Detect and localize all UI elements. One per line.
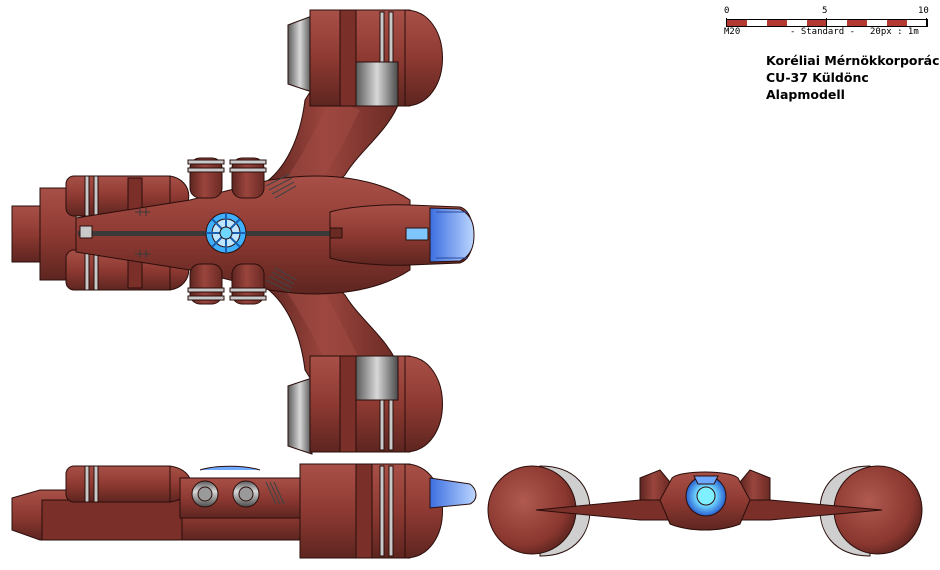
side-view bbox=[11, 463, 477, 559]
scale-indicator: 0 5 10 M20 - Standard - 20px : 1m bbox=[722, 6, 932, 40]
front-view bbox=[487, 465, 923, 557]
scale-model-code: M20 bbox=[724, 27, 741, 37]
title-block: Koréliai Mérnökkorporáció CU-37 Küldönc … bbox=[766, 52, 940, 103]
upper-engine-pod bbox=[287, 9, 443, 107]
dorsal-engine-left-upper bbox=[187, 157, 225, 199]
scale-tick-start: 0 bbox=[724, 6, 730, 16]
scale-tick-end: 10 bbox=[918, 6, 929, 16]
dorsal-engine-right-lower bbox=[229, 263, 267, 305]
manufacturer-name: Koréliai Mérnökkorporáció bbox=[766, 53, 940, 68]
dorsal-engine-right-upper bbox=[229, 157, 267, 199]
scale-standard-label: - Standard - bbox=[790, 27, 856, 37]
scale-tick-mid: 5 bbox=[822, 6, 828, 16]
lower-engine-pod bbox=[287, 355, 443, 455]
scale-bar bbox=[726, 19, 928, 27]
variant-name: Alapmodell bbox=[766, 87, 845, 102]
top-view bbox=[11, 9, 475, 455]
central-reactor bbox=[205, 212, 247, 254]
model-name: CU-37 Küldönc bbox=[766, 70, 869, 85]
dorsal-engine-left-lower bbox=[187, 263, 225, 305]
scale-ratio: 20px : 1m bbox=[870, 27, 919, 37]
